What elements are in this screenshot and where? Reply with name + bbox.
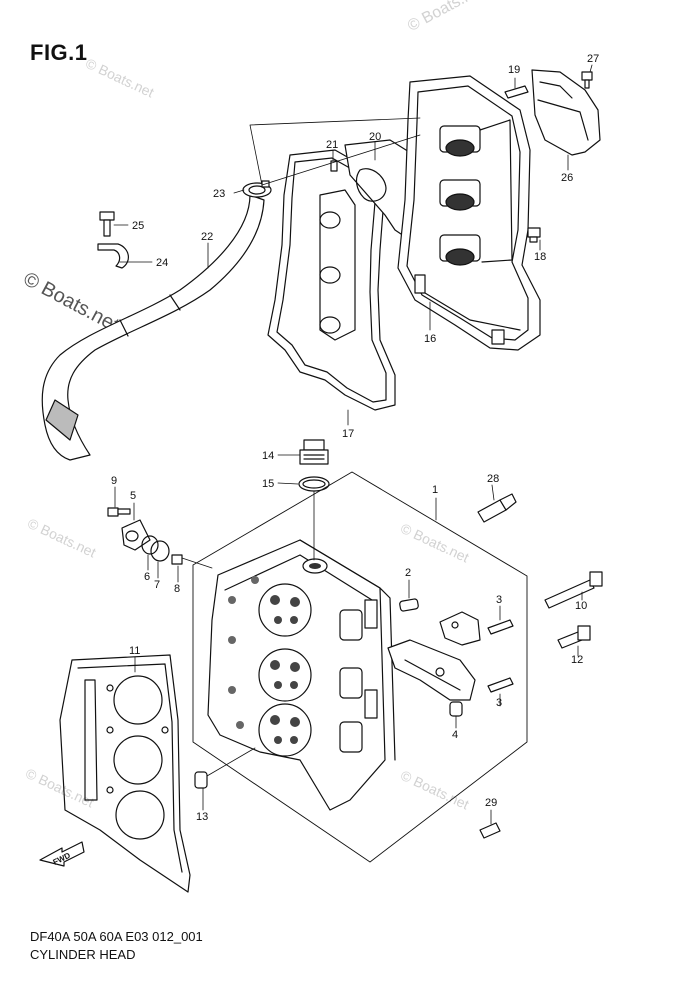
callout-9: 9 [111,475,117,487]
assembly-box [192,471,528,863]
callout-20: 20 [369,131,381,143]
callout-16: 16 [424,333,436,345]
spark-plug [477,493,517,523]
diagram-code: DF40A 50A 60A E03 012_001 [30,929,203,944]
bolt-21 [330,160,338,172]
figure-title: FIG.1 [30,40,88,65]
callout-24: 24 [156,257,168,269]
callout-18: 18 [534,251,546,263]
drain-plug [299,439,329,465]
callout-27: 27 [587,53,599,65]
bolt-9 [107,507,131,517]
callout-10: 10 [575,600,587,612]
callout-19: 19 [508,64,520,76]
callout-26: 26 [561,172,573,184]
thermostat-7 [150,540,170,562]
callout-1: 1 [432,484,438,496]
gasket-6 [141,535,159,555]
bolt-10 [544,571,603,609]
callout-25: 25 [132,220,144,232]
pin-29 [479,822,501,839]
bracket-lower [387,639,476,701]
bolt-12 [557,625,591,649]
pin-4 [449,701,463,717]
bracket-upper [439,611,481,646]
callout-4: 4 [452,729,458,741]
bolt-3b [487,677,514,693]
callout-7: 7 [154,579,160,591]
bolt-8 [171,554,183,565]
callout-21: 21 [326,139,338,151]
head-gasket [59,654,191,893]
breather-hose [41,194,265,461]
dowel-pin-13 [194,771,208,789]
fwd-arrow-icon [39,841,85,867]
callout-11: 11 [129,645,140,657]
callout-17: 17 [342,428,354,440]
cylinder-head [207,539,396,811]
callout-6: 6 [144,571,150,583]
callout-2: 2 [405,567,411,579]
callout-3-upper: 3 [496,594,502,606]
dowel-pin-2 [399,598,419,612]
plug-seal [319,189,356,341]
thermostat-cap [121,519,151,551]
callout-28: 28 [487,473,499,485]
callout-5: 5 [130,490,136,502]
bolt-18 [527,227,541,243]
hose-clip [97,243,129,269]
bolt-27 [581,71,593,89]
bolt-19 [504,85,529,99]
cover-26 [531,69,601,156]
callout-8: 8 [174,583,180,595]
callout-13: 13 [196,811,208,823]
diagram-name: CYLINDER HEAD [30,947,136,962]
callout-22: 22 [201,231,213,243]
callout-14: 14 [262,450,274,462]
callout-12: 12 [571,654,583,666]
callout-3-lower: 3 [496,697,502,709]
bolt-25 [99,211,115,237]
callout-23: 23 [213,188,225,200]
o-ring-15 [298,476,330,492]
callout-29: 29 [485,797,497,809]
callout-labels: 1 2 3 3 4 5 6 7 8 9 10 11 12 13 14 15 16… [51,53,599,867]
bolt-3a [487,619,514,635]
callout-15: 15 [262,478,274,490]
cylinder-head-cover [397,75,541,351]
